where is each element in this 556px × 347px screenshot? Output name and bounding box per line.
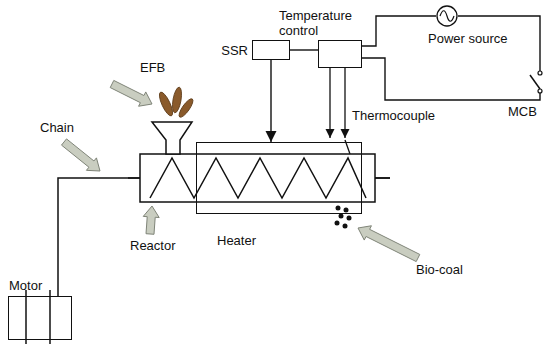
controller-box: Temperature control [318, 40, 362, 68]
pointer-arrow [110, 80, 152, 106]
ssr-box: SSR [252, 40, 290, 60]
reactor-label: Reactor [130, 238, 176, 253]
wire [270, 60, 271, 142]
wire [362, 16, 436, 46]
pointer-arrow [143, 206, 159, 234]
power-source: Power source [436, 5, 458, 27]
chain-label: Chain [40, 120, 74, 135]
pointer-arrows [61, 80, 419, 261]
wire [362, 16, 540, 100]
motor: Motor [8, 296, 72, 340]
pointer-arrow [61, 139, 100, 171]
efb-fibres [157, 87, 195, 120]
node-label: Temperature control [279, 8, 361, 38]
wire [290, 49, 318, 50]
ac-source-symbol [436, 5, 458, 27]
bio-coal-particles [335, 206, 352, 229]
feed-label: EFB [140, 60, 165, 75]
node-label: Heater [217, 233, 256, 248]
node-label: Motor [9, 278, 42, 293]
pointer-arrow [358, 226, 420, 262]
motor-shafts [26, 290, 50, 344]
product-label: Bio-coal [416, 262, 463, 277]
node-label: SSR [221, 43, 248, 58]
reactor-tube [140, 154, 375, 202]
chain [58, 178, 128, 296]
mcb-switch [530, 71, 545, 93]
hopper [152, 122, 192, 154]
screw-conveyor [150, 158, 366, 198]
breaker-label: MCB [508, 104, 537, 119]
heater: Heater [196, 142, 362, 214]
sensor-label: Thermocouple [352, 108, 435, 123]
node-label: Power source [428, 31, 507, 46]
